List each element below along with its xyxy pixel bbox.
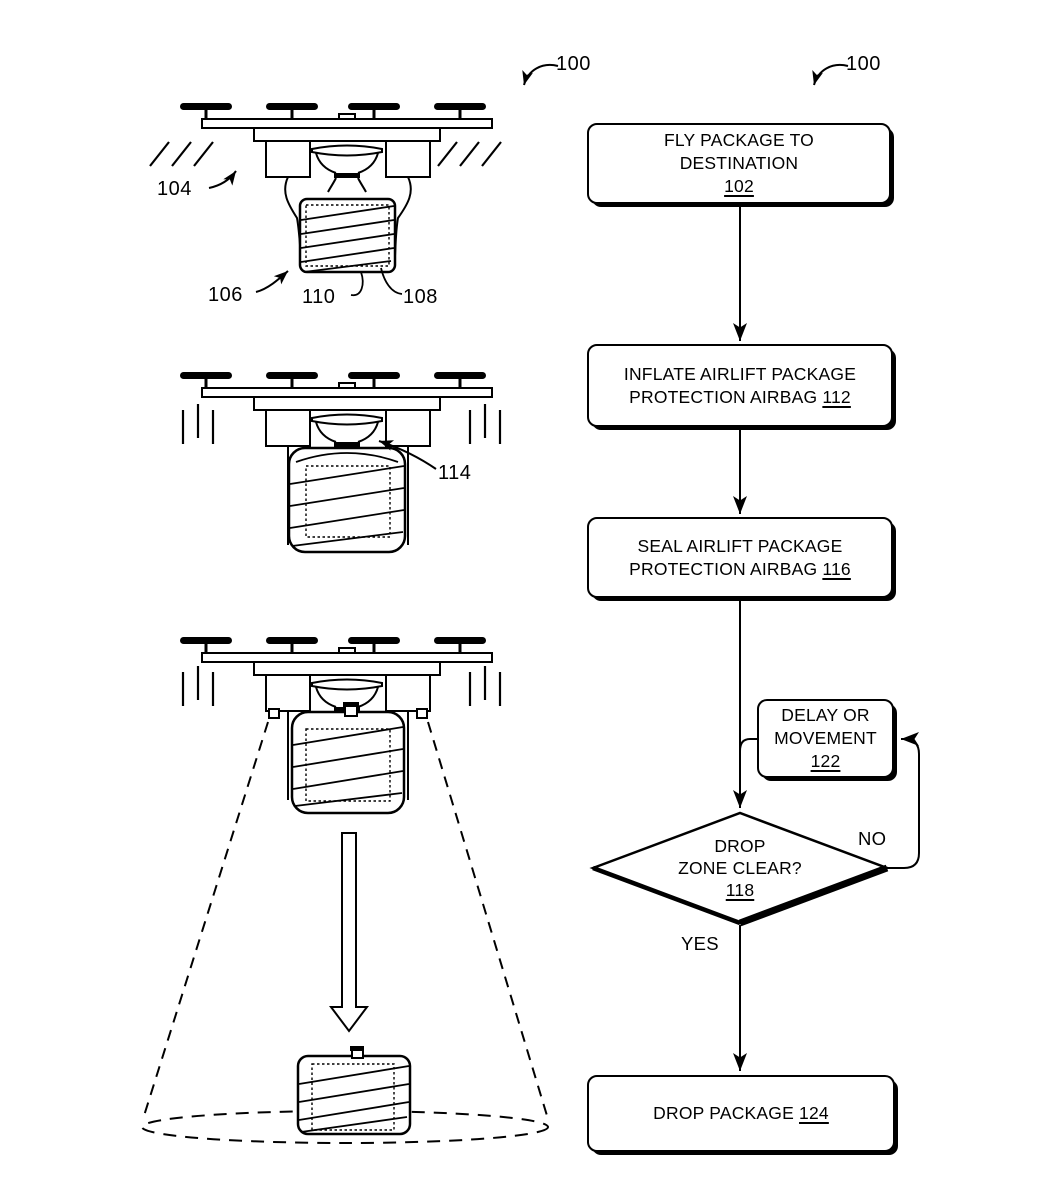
decision-text: DROP bbox=[714, 836, 766, 856]
cable-right bbox=[393, 176, 412, 268]
step-text: DESTINATION bbox=[679, 153, 799, 173]
step-ref-102: 102 bbox=[724, 176, 754, 196]
no-branch-label: NO bbox=[858, 828, 887, 849]
step-text: DROP PACKAGE 124 bbox=[653, 1103, 829, 1123]
step-text: PROTECTION AIRBAG 116 bbox=[629, 558, 851, 579]
package-wrapped bbox=[298, 197, 397, 274]
drop-zone-ellipse bbox=[141, 1110, 549, 1144]
flow-decision-drop-zone-clear: DROP ZONE CLEAR? 118 bbox=[640, 822, 840, 914]
figure-uav-flying bbox=[149, 64, 559, 296]
leader-arrow-100-right bbox=[812, 64, 849, 86]
flow-step-drop-package: DROP PACKAGE 124 bbox=[587, 1075, 895, 1152]
decision-diamond bbox=[589, 811, 891, 927]
flow-step-inflate-airbag: INFLATE AIRLIFT PACKAGE PROTECTION AIRBA… bbox=[587, 344, 893, 427]
step-text: PROTECTION AIRBAG 112 bbox=[629, 386, 851, 407]
leader-arrow-104 bbox=[208, 170, 237, 189]
motion-lines-diagonal bbox=[149, 141, 502, 167]
package-on-ground bbox=[296, 1046, 412, 1136]
ref-label-104: 104 bbox=[157, 178, 192, 200]
leader-line-110 bbox=[350, 271, 364, 296]
ref-label-110: 110 bbox=[302, 286, 336, 308]
flow-line-no-loop bbox=[885, 732, 920, 869]
step-text: INFLATE AIRLIFT PACKAGE bbox=[623, 363, 857, 384]
decision-text: ZONE CLEAR? bbox=[678, 858, 802, 878]
flow-line-delay-return bbox=[739, 738, 758, 766]
airbag-inflated bbox=[287, 446, 407, 554]
ref-label-100-left: 100 bbox=[556, 53, 591, 75]
step-text: MOVEMENT bbox=[774, 728, 877, 748]
drone-body bbox=[179, 102, 493, 193]
ref-label-100-right: 100 bbox=[846, 53, 881, 75]
leader-arrow-114 bbox=[378, 440, 437, 470]
leader-arrow-106 bbox=[255, 270, 289, 293]
step-ref-112: 112 bbox=[822, 386, 851, 407]
step-ref-116: 116 bbox=[822, 558, 851, 579]
motion-lines-vertical bbox=[181, 404, 502, 444]
ref-label-106: 106 bbox=[208, 284, 243, 306]
step-ref-118: 118 bbox=[725, 880, 755, 900]
release-hook-left bbox=[268, 708, 280, 719]
flowchart-connectors bbox=[733, 64, 920, 1071]
ref-label-114: 114 bbox=[438, 462, 472, 484]
step-ref-122: 122 bbox=[810, 751, 841, 771]
airbag-sealed bbox=[290, 702, 406, 815]
release-hook-right bbox=[416, 708, 428, 719]
figure-uav-airbag-inflated bbox=[179, 371, 502, 554]
scan-cone-left bbox=[142, 721, 269, 1120]
step-text: SEAL AIRLIFT PACKAGE bbox=[637, 535, 843, 556]
yes-branch-label: YES bbox=[681, 933, 719, 954]
ref-label-108: 108 bbox=[403, 286, 438, 308]
motion-lines-vertical bbox=[181, 666, 502, 706]
flow-step-seal-airbag: SEAL AIRLIFT PACKAGE PROTECTION AIRBAG 1… bbox=[587, 517, 893, 598]
leader-arrow-100-left bbox=[522, 64, 559, 86]
scan-cone-right bbox=[427, 721, 549, 1120]
flow-step-fly-package: FLY PACKAGE TO DESTINATION 102 bbox=[587, 123, 891, 204]
flow-step-delay-or-movement: DELAY OR MOVEMENT 122 bbox=[757, 699, 894, 778]
figure-uav-drop-zone bbox=[141, 636, 549, 1144]
drop-direction-arrow bbox=[329, 832, 369, 1033]
step-text: DELAY OR bbox=[781, 705, 870, 725]
step-ref-124: 124 bbox=[799, 1103, 829, 1123]
leader-line-108 bbox=[380, 267, 403, 295]
step-text: FLY PACKAGE TO bbox=[664, 130, 814, 150]
